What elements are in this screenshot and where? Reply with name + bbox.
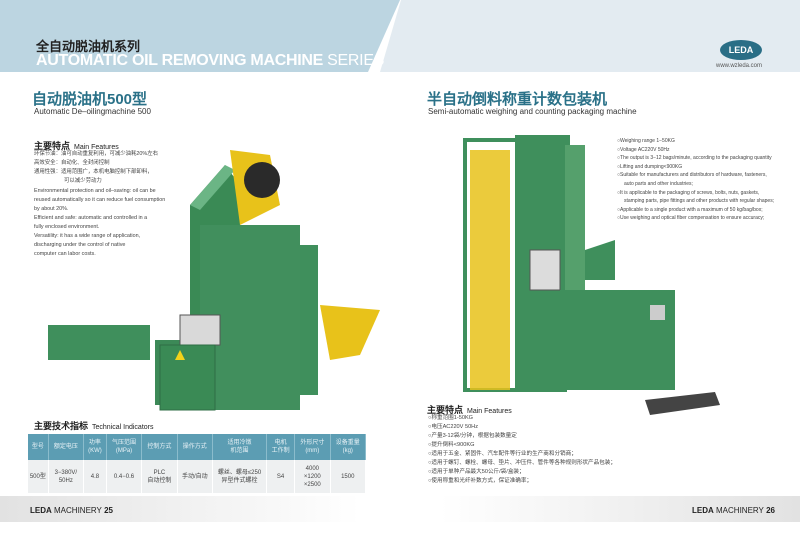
feature-line: ○It is applicable to the packaging of sc… — [617, 189, 760, 196]
feature-line: 可以减少劳动力 — [64, 178, 102, 184]
heading-en: Technical Indicators — [92, 424, 154, 431]
series-title-cn: 全自动脱油机系列 — [36, 39, 141, 54]
left-product-subtitle: Automatic De–oilingmachine 500 — [34, 107, 151, 116]
right-features-en: ○Weighing range 1−50KG ○Voltage AC220V 5… — [617, 137, 774, 223]
left-features-cn: 环保节油：油可自动重复利用，可减少油耗20%左右 高效安全：自动化、全封闭控制 … — [34, 150, 158, 186]
table-cell: 手动/自动 — [177, 460, 213, 493]
feature-line: Efficient and safe: automatic and contro… — [34, 215, 148, 221]
feature-line: ○产量3-12袋/分钟，根据包装数量定 — [428, 433, 517, 439]
table-header-cell: 功率 (KW) — [83, 434, 107, 460]
deoiling-machine-image — [48, 150, 380, 411]
website-url: www.wzleda.com — [716, 63, 763, 69]
feature-line: ○适用于螺钉、螺栓、螺母、垫片、冲压件、管件等各种规则形状产品包装； — [428, 460, 616, 466]
feature-line: computer can labor costs. — [34, 251, 96, 257]
header-band-left — [0, 0, 400, 72]
heading-cn: 主要技术指标 — [34, 421, 89, 431]
table-cell: PLC 自动控制 — [141, 460, 178, 493]
table-cell: 4000 ×1200 ×2500 — [294, 460, 331, 493]
feature-line: 环保节油：油可自动重复利用，可减少油耗20%左右 — [34, 151, 158, 157]
feature-line: stamping parts, pipe fittings and other … — [624, 198, 775, 205]
table-header-cell: 操作方式 — [177, 434, 213, 460]
table-header-cell: 气压范围 (MPa) — [106, 434, 143, 460]
table-header-row: 型号额定电压功率 (KW)气压范围 (MPa)控制方式操作方式适用冷镦 机范围电… — [28, 434, 367, 460]
table-header-cell: 适用冷镦 机范围 — [212, 434, 268, 460]
left-product-title: 自动脱油机500型 — [32, 91, 148, 108]
footer-band — [0, 496, 800, 522]
footer-left: LEDA MACHINERY 25 — [30, 506, 113, 515]
feature-line: fully enclosed environment. — [34, 224, 100, 230]
tech-table: 型号额定电压功率 (KW)气压范围 (MPa)控制方式操作方式适用冷镦 机范围电… — [28, 434, 367, 493]
header-band-right — [380, 0, 800, 72]
leda-logo: LEDA — [720, 40, 762, 60]
table-cell: 500型 — [28, 460, 49, 493]
feature-line: auto parts and other industries; — [624, 180, 693, 187]
page-number-right: 26 — [766, 506, 776, 515]
feature-line: ○Use weighing and optical fiber compensa… — [617, 215, 765, 222]
feature-line: ○Lifting and dumping<900KG — [617, 163, 683, 170]
right-product-title: 半自动倒料称重计数包装机 — [427, 91, 608, 108]
right-features-cn: ○称重范围1-50KG ○电压AC220V 50Hz ○产量3-12袋/分钟，根… — [428, 414, 616, 486]
feature-line: ○Applicable to a single product with a m… — [617, 206, 763, 213]
feature-line: reused automatically so it can reduce fu… — [34, 197, 166, 203]
feature-line: 通用性强：适用范围广，本机电脑控制下部卸料， — [34, 169, 153, 175]
table-cell: 4.8 — [83, 460, 107, 493]
table-cell: 3−380V/ 50Hz — [48, 460, 85, 493]
heading-en: Main Features — [74, 144, 119, 151]
series-title-bold: AUTOMATIC OIL REMOVING MACHINE — [36, 52, 324, 69]
footer-right: LEDA MACHINERY 26 — [692, 506, 775, 515]
table-header-cell: 设备重量 (kg) — [330, 434, 367, 460]
footer-brand: LEDA — [692, 506, 714, 515]
heading-cn: 主要特点 — [34, 141, 71, 151]
feature-line: ○Weighing range 1−50KG — [617, 138, 675, 144]
feature-line: ○电压AC220V 50Hz — [428, 424, 479, 430]
table-header-cell: 型号 — [28, 434, 49, 460]
feature-line: ○Voltage AC220V 50Hz — [617, 146, 670, 153]
feature-line: Environmental protection and oil–saving:… — [34, 188, 156, 194]
table-header-cell: 控制方式 — [141, 434, 178, 460]
feature-line: ○适用于五金、紧固件、汽车配件等行业的生产商和分销商； — [428, 451, 577, 457]
feature-line: ○适用于单种产品最大50公斤/袋/盒装； — [428, 469, 525, 475]
feature-line: discharging under the control of native — [34, 242, 126, 248]
feature-line: ○The output is 3−12 bags/minute, accordi… — [617, 155, 772, 162]
heading-cn: 主要特点 — [427, 405, 464, 415]
table-cell: 螺丝、螺母≤250 异型件式螺栓 — [212, 460, 268, 493]
table-header-cell: 额定电压 — [48, 434, 85, 460]
table-header-cell: 外形尺寸 (mm) — [294, 434, 331, 460]
feature-line: ○Suitable for manufacturers and distribu… — [617, 172, 767, 179]
series-title-light: SERIES — [327, 52, 385, 69]
feature-line: ○称重范围1-50KG — [428, 415, 474, 421]
table-cell: 0.4−0.6 — [106, 460, 143, 493]
table-cell: S4 — [266, 460, 296, 493]
feature-line: by about 20%. — [34, 206, 69, 212]
footer-label: MACHINERY — [716, 506, 764, 515]
feature-line: 高效安全：自动化、全封闭控制 — [34, 160, 110, 166]
page-number-left: 25 — [104, 506, 114, 515]
series-title-en: AUTOMATIC OIL REMOVING MACHINE SERIES — [36, 52, 384, 70]
right-product-subtitle: Semi-automatic weighing and counting pac… — [428, 107, 637, 116]
footer-label: MACHINERY — [54, 506, 102, 515]
table-cell: 1500 — [330, 460, 367, 493]
feature-line: Versatility: it has a wide range of appl… — [34, 233, 141, 239]
packaging-machine-image — [463, 135, 720, 415]
feature-line: ○使用称重和光纤补数方式，保证准确率； — [428, 478, 533, 484]
feature-line: ○提升倒料<900KG — [428, 442, 475, 448]
left-features-en: Environmental protection and oil–saving:… — [34, 187, 165, 259]
table-header-cell: 电机 工作制 — [266, 434, 296, 460]
heading-en: Main Features — [467, 408, 512, 415]
footer-brand: LEDA — [30, 506, 52, 515]
